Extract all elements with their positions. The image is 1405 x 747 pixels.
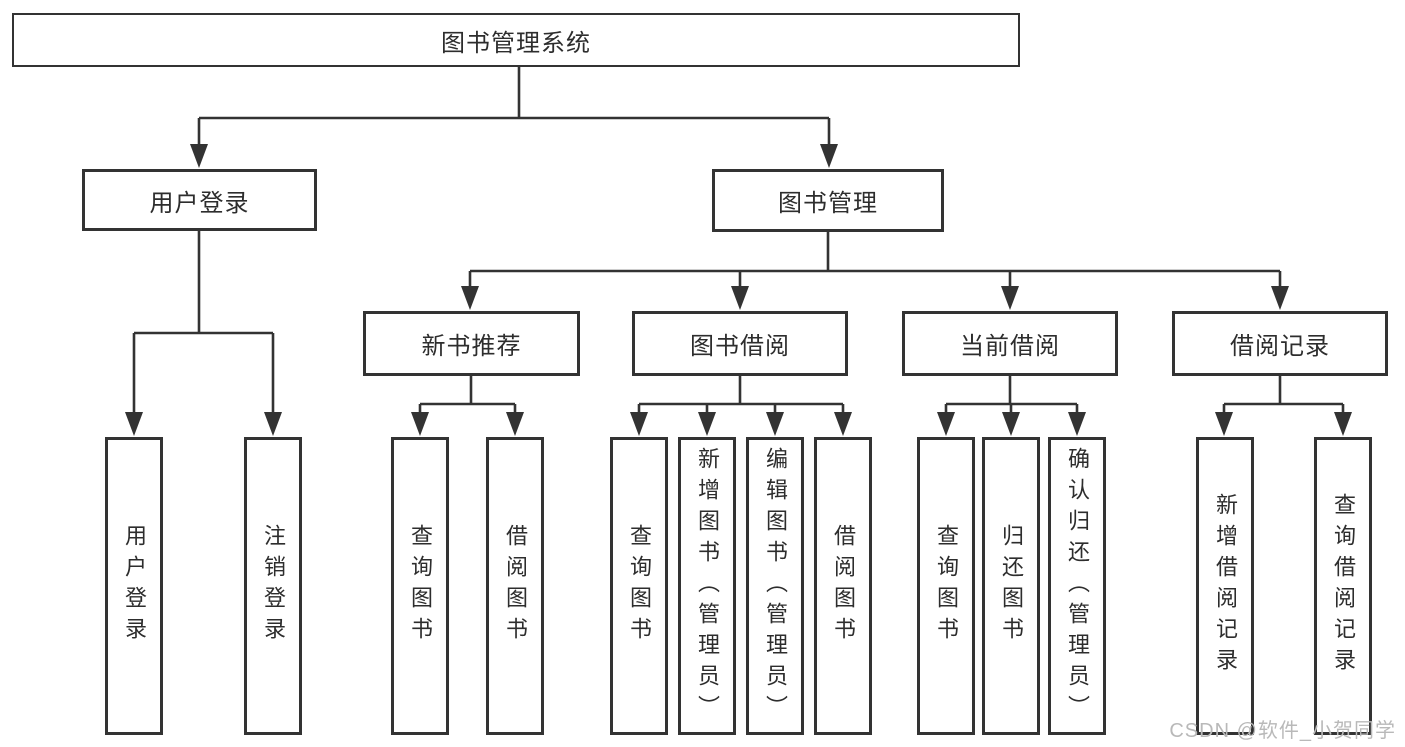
node-book-management-label: 图书管理 — [778, 190, 878, 217]
leaf-nb-query-books: 查询图书 — [391, 437, 449, 735]
leaf-nb-borrow-books-label: 借阅图书 — [503, 524, 528, 648]
leaf-user-login: 用户登录 — [105, 437, 163, 735]
leaf-bb-edit-books-admin: 编辑图书（管理员） — [746, 437, 804, 735]
node-user-login-label: 用户登录 — [149, 189, 250, 217]
leaf-bb-query-books-label: 查询图书 — [627, 524, 652, 648]
csdn-watermark: CSDN @软件_小贺同学 — [1169, 720, 1396, 742]
node-current-borrow: 当前借阅 — [902, 311, 1118, 376]
leaf-cb-query-books: 查询图书 — [917, 437, 975, 735]
leaf-br-query-record-label: 查询借阅记录 — [1331, 493, 1356, 679]
node-root: 图书管理系统 — [12, 13, 1020, 67]
leaf-br-query-record: 查询借阅记录 — [1314, 437, 1372, 735]
leaf-bb-edit-books-admin-label: 编辑图书（管理员） — [763, 446, 788, 726]
leaf-cb-confirm-return-admin: 确认归还（管理员） — [1048, 437, 1106, 735]
leaf-cb-query-books-label: 查询图书 — [934, 524, 959, 648]
leaf-bb-add-books-admin: 新增图书（管理员） — [678, 437, 736, 735]
leaf-logout-label: 注销登录 — [261, 524, 286, 648]
leaf-cb-confirm-return-admin-label: 确认归还（管理员） — [1065, 446, 1090, 726]
arrowhead-icons — [125, 144, 1352, 436]
node-book-management: 图书管理 — [712, 169, 944, 232]
leaf-nb-borrow-books: 借阅图书 — [486, 437, 544, 735]
node-book-borrow-label: 图书借阅 — [690, 333, 790, 360]
leaf-br-add-record: 新增借阅记录 — [1196, 437, 1254, 735]
leaf-cb-return-books-label: 归还图书 — [999, 524, 1024, 648]
node-borrow-records-label: 借阅记录 — [1230, 333, 1330, 360]
leaf-cb-return-books: 归还图书 — [982, 437, 1040, 735]
leaf-bb-borrow-books-label: 借阅图书 — [831, 524, 856, 648]
node-borrow-records: 借阅记录 — [1172, 311, 1388, 376]
node-user-login: 用户登录 — [82, 169, 317, 231]
leaf-bb-add-books-admin-label: 新增图书（管理员） — [695, 446, 720, 726]
leaf-bb-borrow-books: 借阅图书 — [814, 437, 872, 735]
leaf-bb-query-books: 查询图书 — [610, 437, 668, 735]
leaf-logout: 注销登录 — [244, 437, 302, 735]
node-book-borrow: 图书借阅 — [632, 311, 848, 376]
node-current-borrow-label: 当前借阅 — [960, 333, 1060, 360]
leaf-br-add-record-label: 新增借阅记录 — [1213, 493, 1238, 679]
node-new-book-recommend: 新书推荐 — [363, 311, 580, 376]
node-new-book-recommend-label: 新书推荐 — [421, 333, 522, 360]
leaf-user-login-label: 用户登录 — [122, 524, 147, 648]
node-root-label: 图书管理系统 — [441, 29, 591, 57]
leaf-nb-query-books-label: 查询图书 — [408, 524, 433, 648]
